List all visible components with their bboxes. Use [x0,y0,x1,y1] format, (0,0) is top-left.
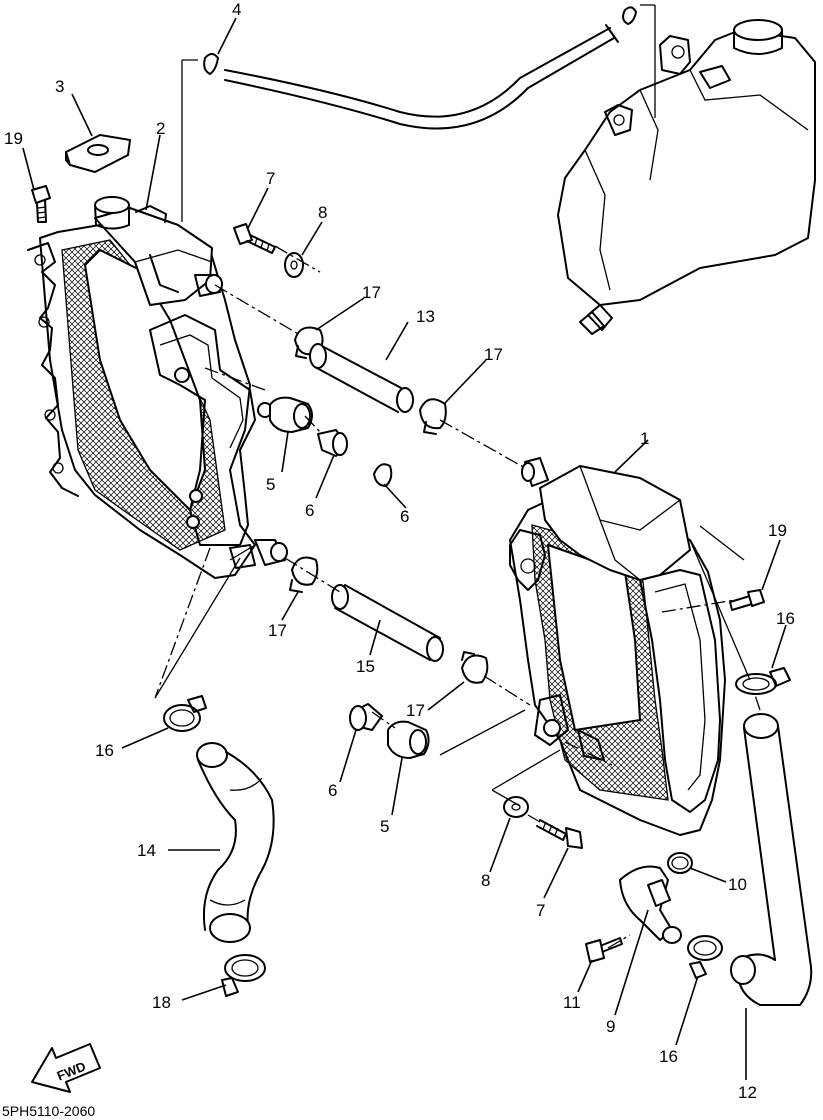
bolt-7-lower [536,819,583,849]
callout-leaders [22,17,787,1080]
hose-routing-leader [181,59,198,222]
callout-16-left: 16 [95,741,114,760]
callout-5-lower: 5 [380,817,389,836]
collar-6-small [373,463,393,487]
callout-16-right: 16 [776,609,795,628]
hose-15 [331,584,444,662]
collar-6-lower [349,703,383,731]
callout-17-a: 17 [362,283,381,302]
radiator-cap [65,134,131,173]
bolt-11 [585,937,623,963]
hose-clamp-17-b [419,398,447,435]
callout-12: 12 [738,1083,757,1102]
hose-clamp-16-lower [687,935,723,979]
callout-15: 15 [356,657,375,676]
hose-12 [730,713,813,1006]
hose-clip-upper [622,6,637,25]
routing-leader-left [154,544,256,699]
callout-16-lower: 16 [659,1047,678,1066]
callout-14: 14 [137,841,156,860]
callout-8-upper: 8 [318,203,327,222]
routing-leader-grommet [439,709,526,756]
callout-7-upper: 7 [266,169,275,188]
coolant-reservoir-tank [557,19,816,335]
hose-clamp-18 [221,954,266,997]
routing-leader-washer [491,749,561,807]
callout-1: 1 [640,429,649,448]
left-radiator [27,196,288,579]
callout-6-lower: 6 [328,781,337,800]
grommet-5-upper [269,396,313,433]
callout-9: 9 [606,1017,615,1036]
callout-3: 3 [55,77,64,96]
callout-7-lower: 7 [536,901,545,920]
coolant-pipe [619,865,682,944]
hose-clamp-17-c [289,556,319,593]
diagram-code: 5PH5110-2060 [2,1103,95,1119]
callout-5-upper: 5 [266,475,275,494]
grommet-5-lower [387,720,430,759]
hose-clip [203,53,219,75]
hose-13 [309,343,414,413]
callout-13: 13 [416,307,435,326]
o-ring [667,852,693,874]
hose-clamp-16-right [735,667,791,695]
callout-11: 11 [563,993,581,1012]
collar-6-upper [317,429,348,457]
callout-2: 2 [156,119,165,138]
hose-14 [196,742,275,943]
assembly-lines [154,245,761,949]
hose-clamp-16-left [163,695,207,732]
callout-17-b: 17 [484,345,503,364]
callout-17-d: 17 [406,701,425,720]
bolt-19-right [729,589,765,611]
washer-8-upper [284,252,304,278]
routing-leader-right [689,525,751,681]
callout-19-right: 19 [768,521,787,540]
fwd-arrow-icon: FWD [31,1043,101,1093]
overflow-hose [224,24,619,130]
right-radiator [509,457,726,836]
callout-6-upper: 6 [305,501,314,520]
callout-labels: 1 2 3 4 5 5 6 6 6 7 7 8 8 9 10 11 12 13 … [4,0,795,1102]
tank-mount-leader [640,4,656,118]
hose-clamp-17-a [294,326,324,359]
callout-17-c: 17 [268,621,287,640]
bolt-19-left [31,185,51,223]
hose-clamp-17-d [461,651,489,684]
callout-8-lower: 8 [481,871,490,890]
callout-6-small: 6 [400,507,409,526]
washer-8-lower [503,796,529,818]
callout-10: 10 [728,875,747,894]
bolt-7-upper [233,223,276,254]
callout-19-left: 19 [4,129,23,148]
callout-18: 18 [152,993,171,1012]
callout-4: 4 [232,0,241,19]
